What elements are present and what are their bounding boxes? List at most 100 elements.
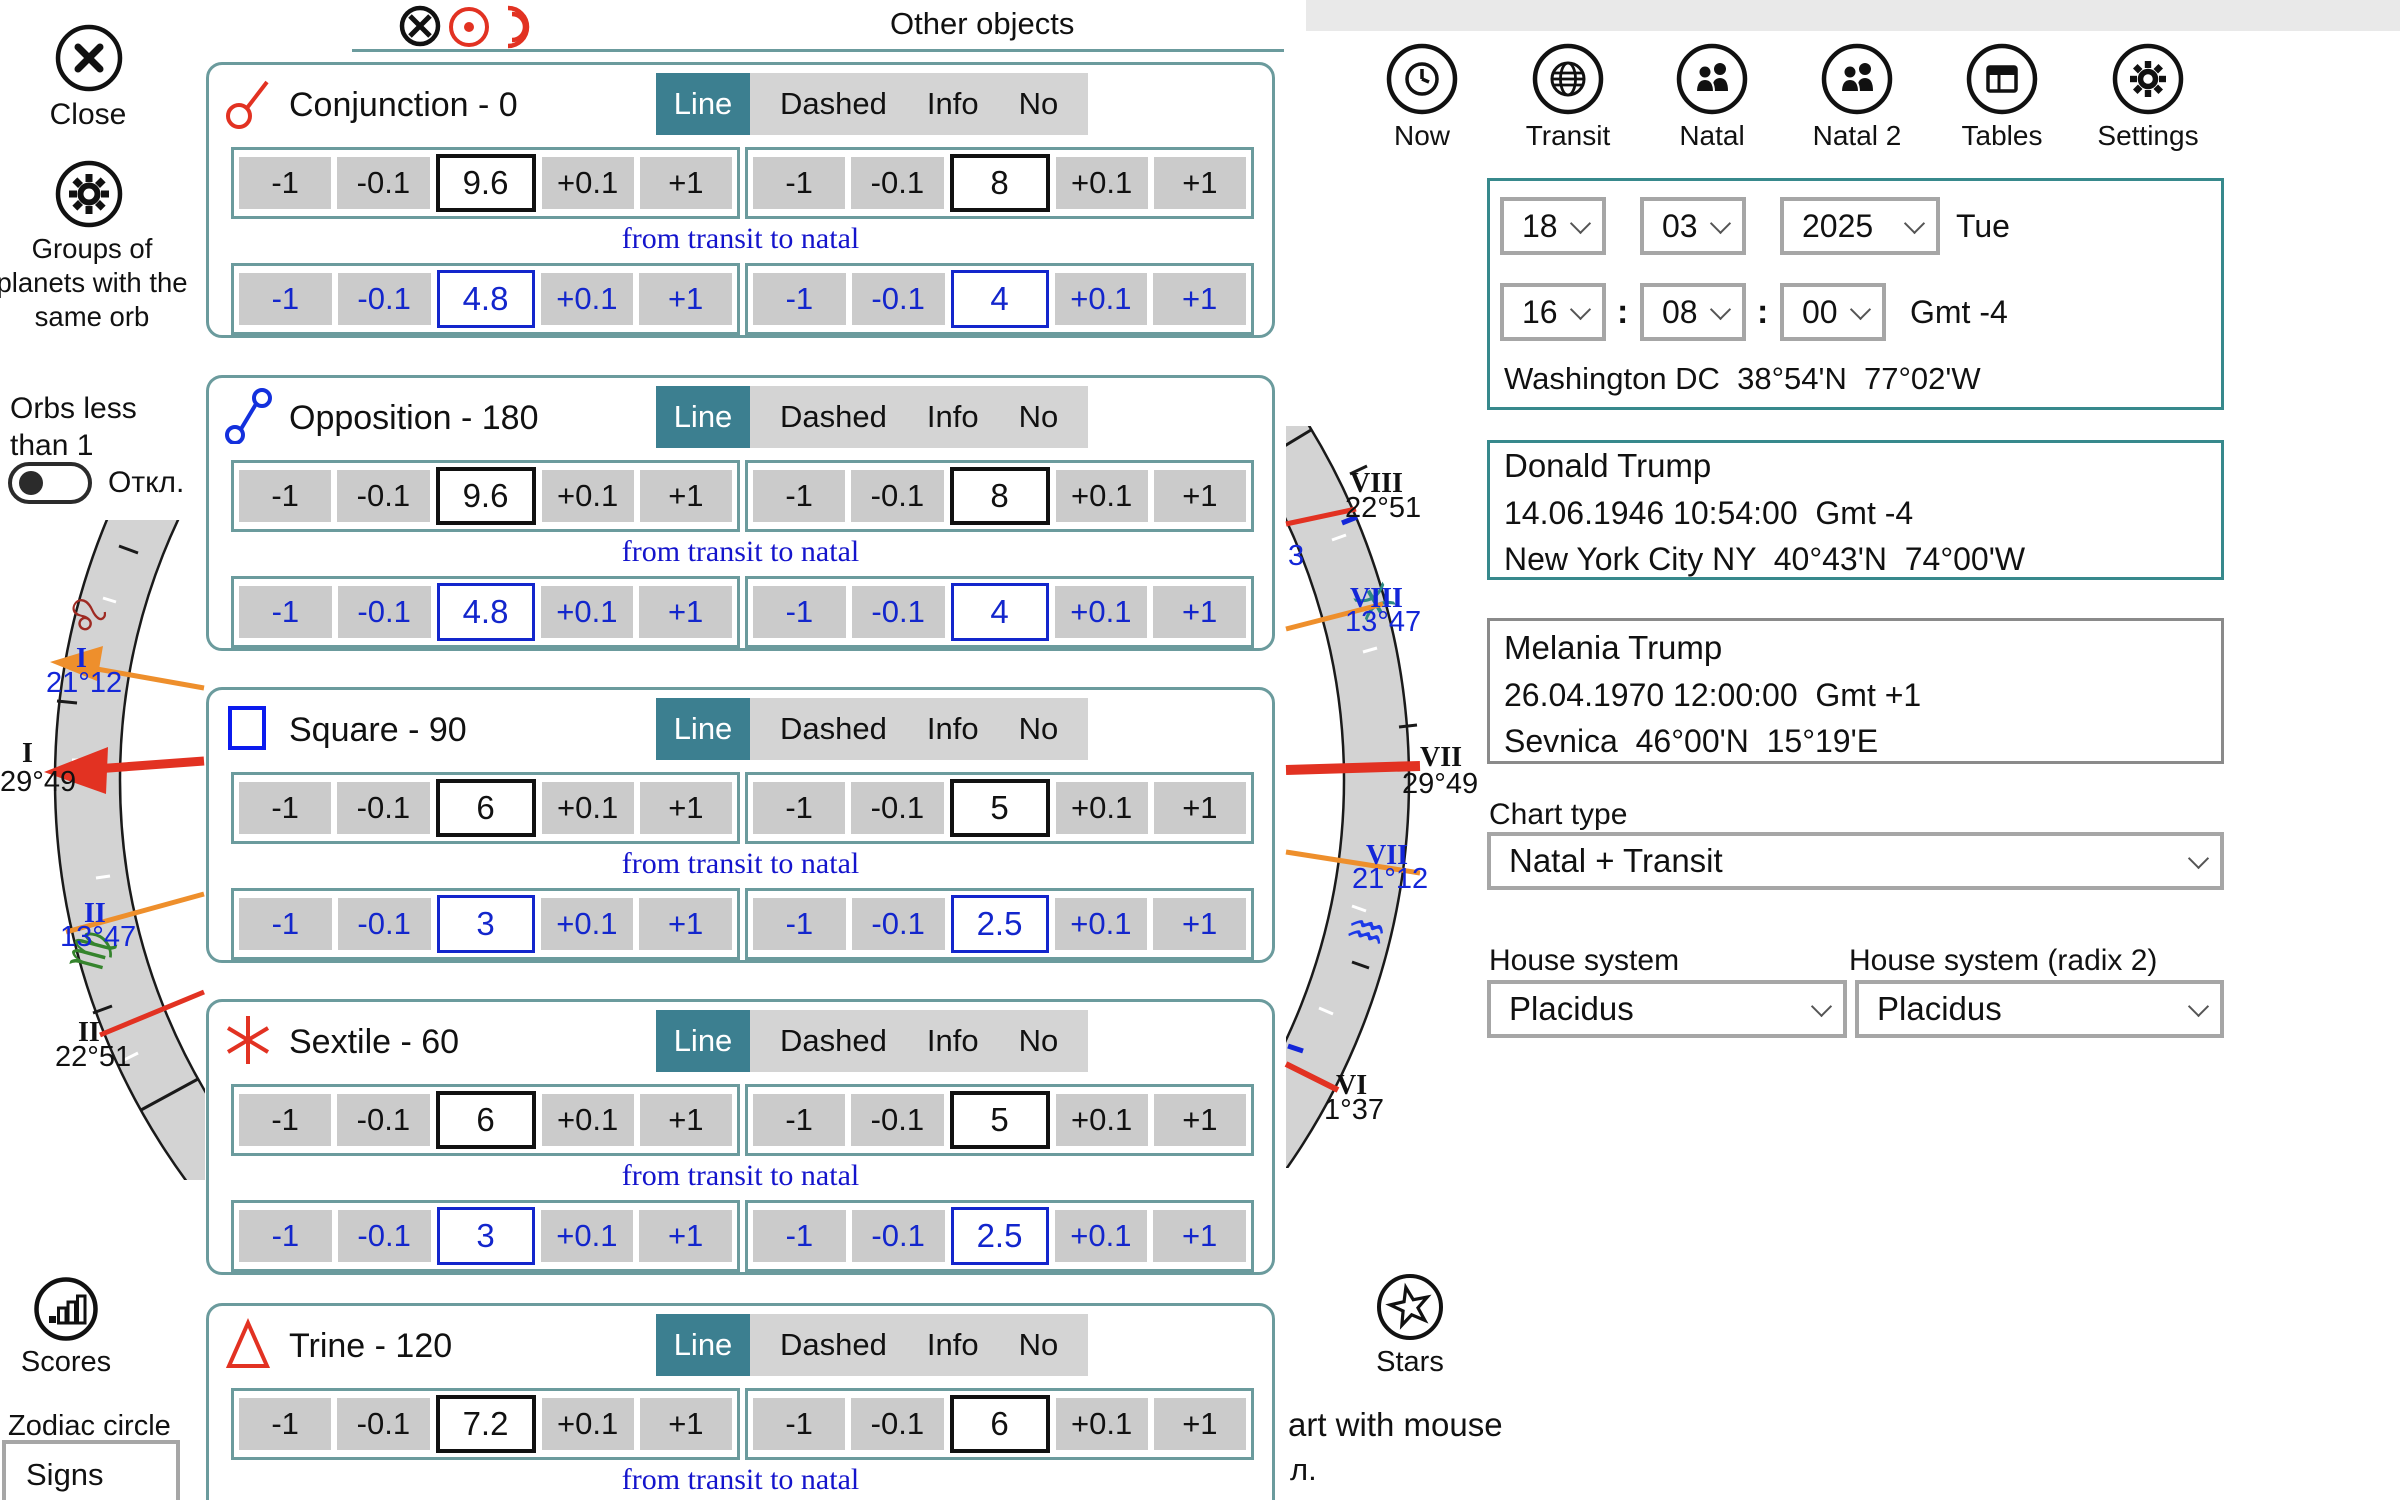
line-style-option[interactable]: Dashed	[780, 399, 887, 434]
orb-minus-01-button[interactable]: -0.1	[337, 782, 430, 834]
orb-plus-1-button[interactable]: +1	[1153, 586, 1246, 638]
earth-cross-icon[interactable]	[398, 4, 442, 48]
orb-plus-1-button[interactable]: +1	[639, 273, 732, 325]
orb-minus-01-button[interactable]: -0.1	[337, 898, 431, 950]
orb-plus-1-button[interactable]: +1	[1153, 1094, 1246, 1146]
orb-plus-01-button[interactable]: +0.1	[1054, 1210, 1148, 1262]
orb-plus-01-button[interactable]: +0.1	[1055, 1094, 1148, 1146]
orb-minus-1-button[interactable]: -1	[753, 1398, 846, 1450]
orb-minus-1-button[interactable]: -1	[239, 157, 332, 209]
orb-value-box[interactable]: 5	[949, 779, 1050, 837]
orb-minus-1-button[interactable]: -1	[753, 1210, 846, 1262]
orb-value-box[interactable]: 3	[436, 895, 535, 953]
orb-plus-01-button[interactable]: +0.1	[1055, 1398, 1148, 1450]
orb-plus-01-button[interactable]: +0.1	[1054, 273, 1148, 325]
orb-minus-01-button[interactable]: -0.1	[851, 1398, 944, 1450]
orb-minus-01-button[interactable]: -0.1	[851, 470, 944, 522]
orb-minus-1-button[interactable]: -1	[239, 1094, 332, 1146]
people-icon[interactable]	[1673, 40, 1751, 118]
gear-icon[interactable]	[52, 157, 126, 231]
orb-plus-01-button[interactable]: +0.1	[1055, 782, 1148, 834]
line-style-option[interactable]: No	[1018, 1327, 1059, 1362]
line-style-option[interactable]: Dashed	[780, 86, 887, 121]
natal-button[interactable]: Natal	[1632, 40, 1792, 152]
line-style-option[interactable]: Info	[926, 399, 979, 434]
orb-plus-01-button[interactable]: +0.1	[541, 1398, 634, 1450]
orb-value-box[interactable]: 8	[949, 467, 1050, 525]
orb-plus-01-button[interactable]: +0.1	[540, 586, 634, 638]
orb-value-box[interactable]: 4	[950, 583, 1049, 641]
orb-value-box[interactable]: 8	[949, 154, 1050, 212]
orb-minus-01-button[interactable]: -0.1	[337, 1398, 430, 1450]
orb-value-box[interactable]: 6	[949, 1395, 1050, 1453]
orb-plus-1-button[interactable]: +1	[639, 1094, 732, 1146]
orb-plus-01-button[interactable]: +0.1	[541, 782, 634, 834]
orb-plus-1-button[interactable]: +1	[1153, 898, 1246, 950]
orb-minus-01-button[interactable]: -0.1	[337, 1094, 430, 1146]
line-style-option[interactable]: Info	[926, 1327, 979, 1362]
orb-minus-01-button[interactable]: -0.1	[851, 1210, 945, 1262]
person-card-melania[interactable]: Melania Trump 26.04.1970 12:00:00 Gmt +1…	[1487, 618, 2224, 764]
day-select[interactable]: 18	[1500, 197, 1606, 255]
orb-minus-01-button[interactable]: -0.1	[337, 586, 431, 638]
orb-minus-1-button[interactable]: -1	[753, 586, 846, 638]
orb-minus-1-button[interactable]: -1	[753, 898, 846, 950]
zodiac-circle-select[interactable]: Signs	[2, 1440, 180, 1500]
chart-type-select[interactable]: Natal + Transit	[1487, 832, 2224, 890]
orb-plus-1-button[interactable]: +1	[639, 1398, 732, 1450]
star-icon[interactable]	[1373, 1270, 1447, 1344]
orb-plus-01-button[interactable]: +0.1	[541, 1094, 634, 1146]
orb-value-box[interactable]: 4	[950, 270, 1049, 328]
orb-plus-01-button[interactable]: +0.1	[1055, 470, 1148, 522]
now-button[interactable]: Now	[1342, 40, 1502, 152]
orb-plus-1-button[interactable]: +1	[639, 586, 732, 638]
orb-plus-01-button[interactable]: +0.1	[540, 273, 634, 325]
moon-icon[interactable]	[494, 4, 538, 50]
orb-plus-01-button[interactable]: +0.1	[1054, 586, 1148, 638]
orb-value-box[interactable]: 6	[435, 1091, 536, 1149]
orb-plus-01-button[interactable]: +0.1	[540, 898, 634, 950]
orb-minus-01-button[interactable]: -0.1	[851, 782, 944, 834]
orb-minus-01-button[interactable]: -0.1	[851, 273, 945, 325]
hour-select[interactable]: 16	[1500, 283, 1606, 341]
orbs-toggle[interactable]	[8, 462, 92, 504]
settings-button[interactable]: Settings	[2068, 40, 2228, 152]
house-system2-select[interactable]: Placidus	[1855, 980, 2224, 1038]
orb-value-box[interactable]: 7.2	[435, 1395, 536, 1453]
line-style-option-active[interactable]: Line	[656, 73, 750, 135]
orb-value-box[interactable]: 4.8	[436, 583, 535, 641]
orb-minus-1-button[interactable]: -1	[753, 1094, 846, 1146]
month-select[interactable]: 03	[1640, 197, 1746, 255]
person-card-donald[interactable]: Donald Trump 14.06.1946 10:54:00 Gmt -4 …	[1487, 440, 2224, 580]
orb-minus-1-button[interactable]: -1	[239, 782, 332, 834]
line-style-option[interactable]: Dashed	[780, 1327, 887, 1362]
orb-minus-1-button[interactable]: -1	[753, 273, 846, 325]
orb-minus-1-button[interactable]: -1	[239, 1210, 332, 1262]
orb-minus-01-button[interactable]: -0.1	[337, 273, 431, 325]
line-style-option-active[interactable]: Line	[656, 1314, 750, 1376]
natal2-button[interactable]: Natal 2	[1777, 40, 1937, 152]
people-icon[interactable]	[1818, 40, 1896, 118]
line-style-option[interactable]: Dashed	[780, 1023, 887, 1058]
line-style-option[interactable]: No	[1018, 86, 1059, 121]
orb-plus-1-button[interactable]: +1	[1153, 273, 1246, 325]
clock-icon[interactable]	[1383, 40, 1461, 118]
line-style-option[interactable]: No	[1018, 711, 1059, 746]
orb-minus-01-button[interactable]: -0.1	[337, 470, 430, 522]
sun-icon[interactable]	[446, 4, 492, 50]
orb-minus-01-button[interactable]: -0.1	[337, 157, 430, 209]
orb-plus-1-button[interactable]: +1	[1153, 470, 1246, 522]
line-style-option[interactable]: Info	[926, 711, 979, 746]
orb-minus-1-button[interactable]: -1	[239, 273, 332, 325]
orb-minus-1-button[interactable]: -1	[239, 1398, 332, 1450]
orb-plus-01-button[interactable]: +0.1	[540, 1210, 634, 1262]
orb-plus-1-button[interactable]: +1	[1153, 1398, 1246, 1450]
orb-minus-1-button[interactable]: -1	[239, 586, 332, 638]
line-style-option[interactable]: No	[1018, 399, 1059, 434]
orb-value-box[interactable]: 4.8	[436, 270, 535, 328]
orb-minus-1-button[interactable]: -1	[753, 157, 846, 209]
line-style-option[interactable]: No	[1018, 1023, 1059, 1058]
orb-value-box[interactable]: 9.6	[435, 467, 536, 525]
orb-plus-1-button[interactable]: +1	[1153, 1210, 1246, 1262]
year-select[interactable]: 2025	[1780, 197, 1940, 255]
